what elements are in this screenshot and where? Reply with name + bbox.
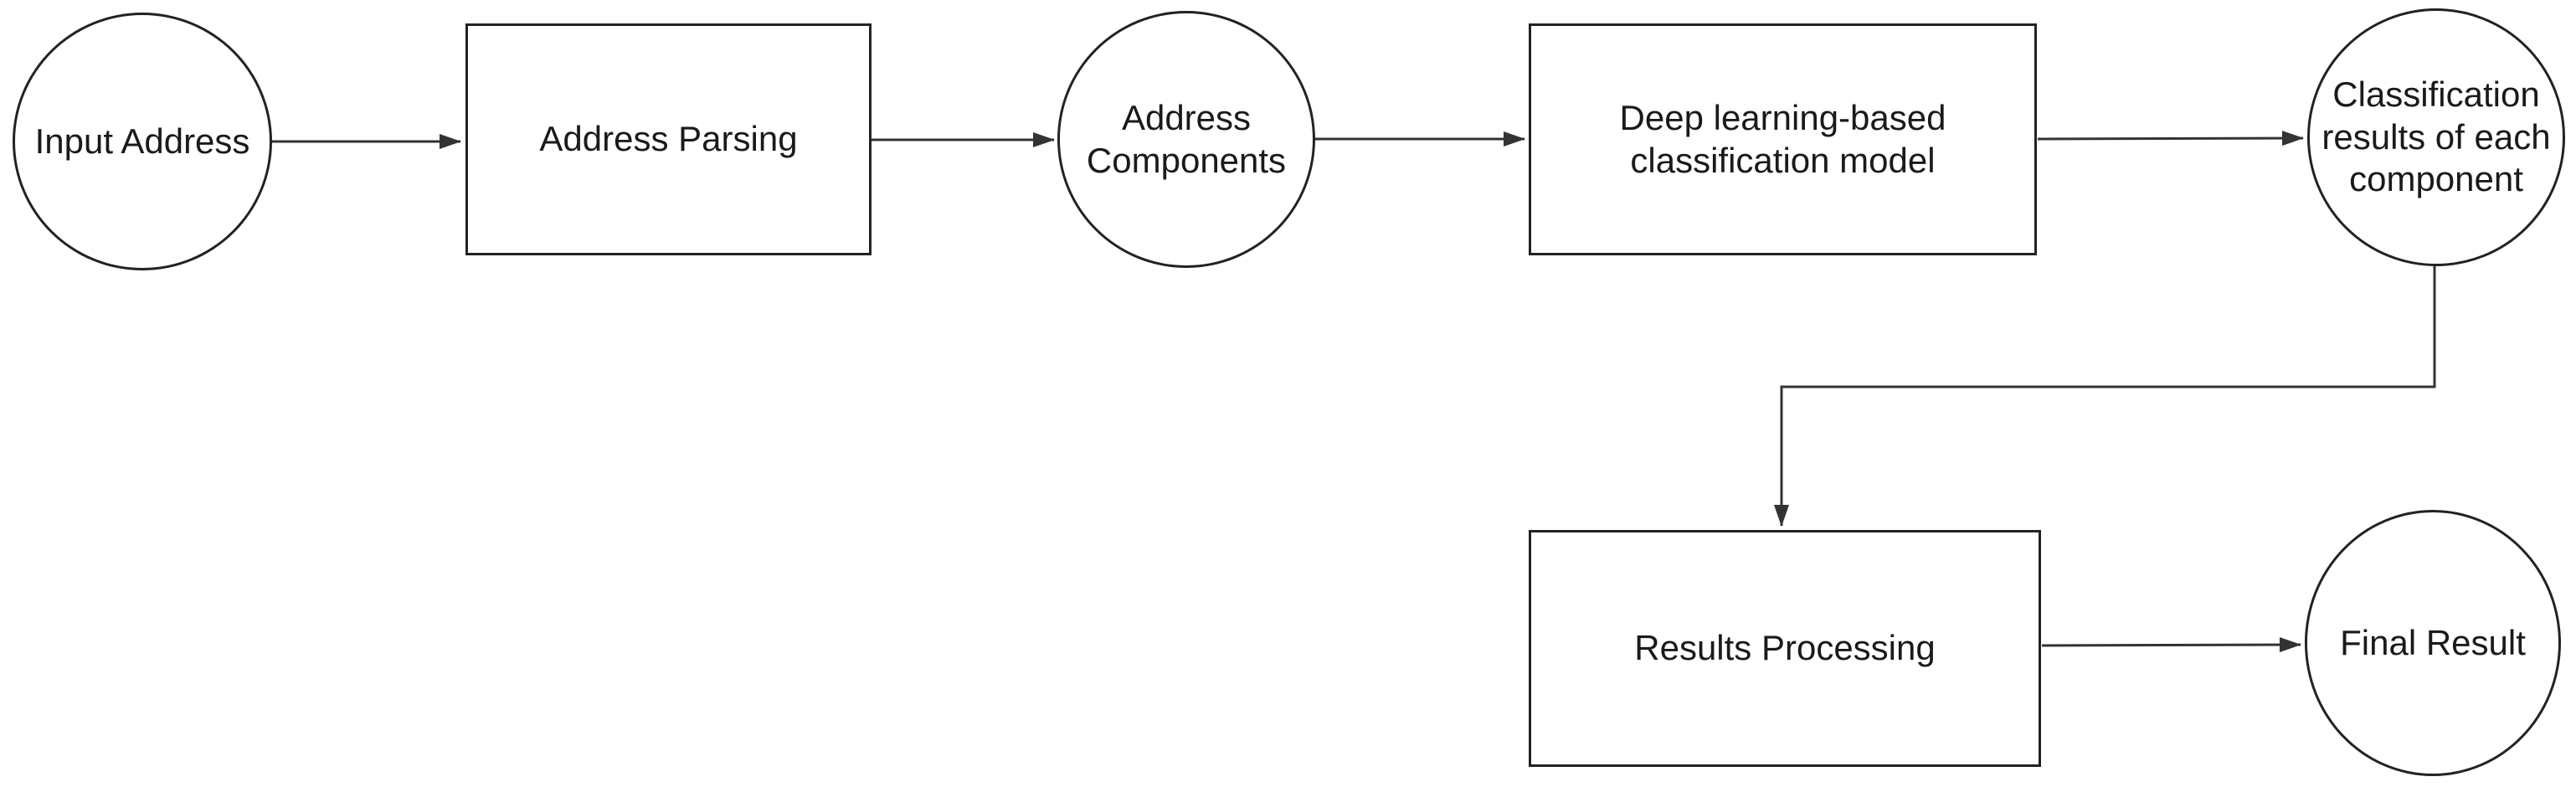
node-address-parsing-label: Address Parsing (539, 119, 798, 159)
node-classification-results-label: Classification results of each component (2321, 75, 2551, 199)
node-results-processing-label: Results Processing (1634, 628, 1936, 668)
node-classification-results: Classification results of each component (2307, 8, 2565, 266)
node-final-result: Final Result (2305, 510, 2561, 776)
node-address-components: Address Components (1057, 11, 1315, 268)
edge-results-processing-to-final-result (2041, 637, 2301, 653)
node-input-address-label: Input Address (34, 121, 250, 161)
node-final-result-label: Final Result (2340, 622, 2526, 662)
node-input-address: Input Address (13, 13, 272, 270)
node-results-processing: Results Processing (1529, 530, 2041, 767)
node-address-components-label: Address Components (1086, 98, 1287, 180)
edge-classification-results-to-results-processing (1774, 265, 2436, 527)
node-classification-model-label: Deep learning-based classification model (1619, 98, 1946, 180)
node-classification-model: Deep learning-based classification model (1529, 23, 2037, 255)
node-address-parsing: Address Parsing (465, 23, 872, 255)
edge-classification-model-to-classification-results (2037, 131, 2304, 147)
